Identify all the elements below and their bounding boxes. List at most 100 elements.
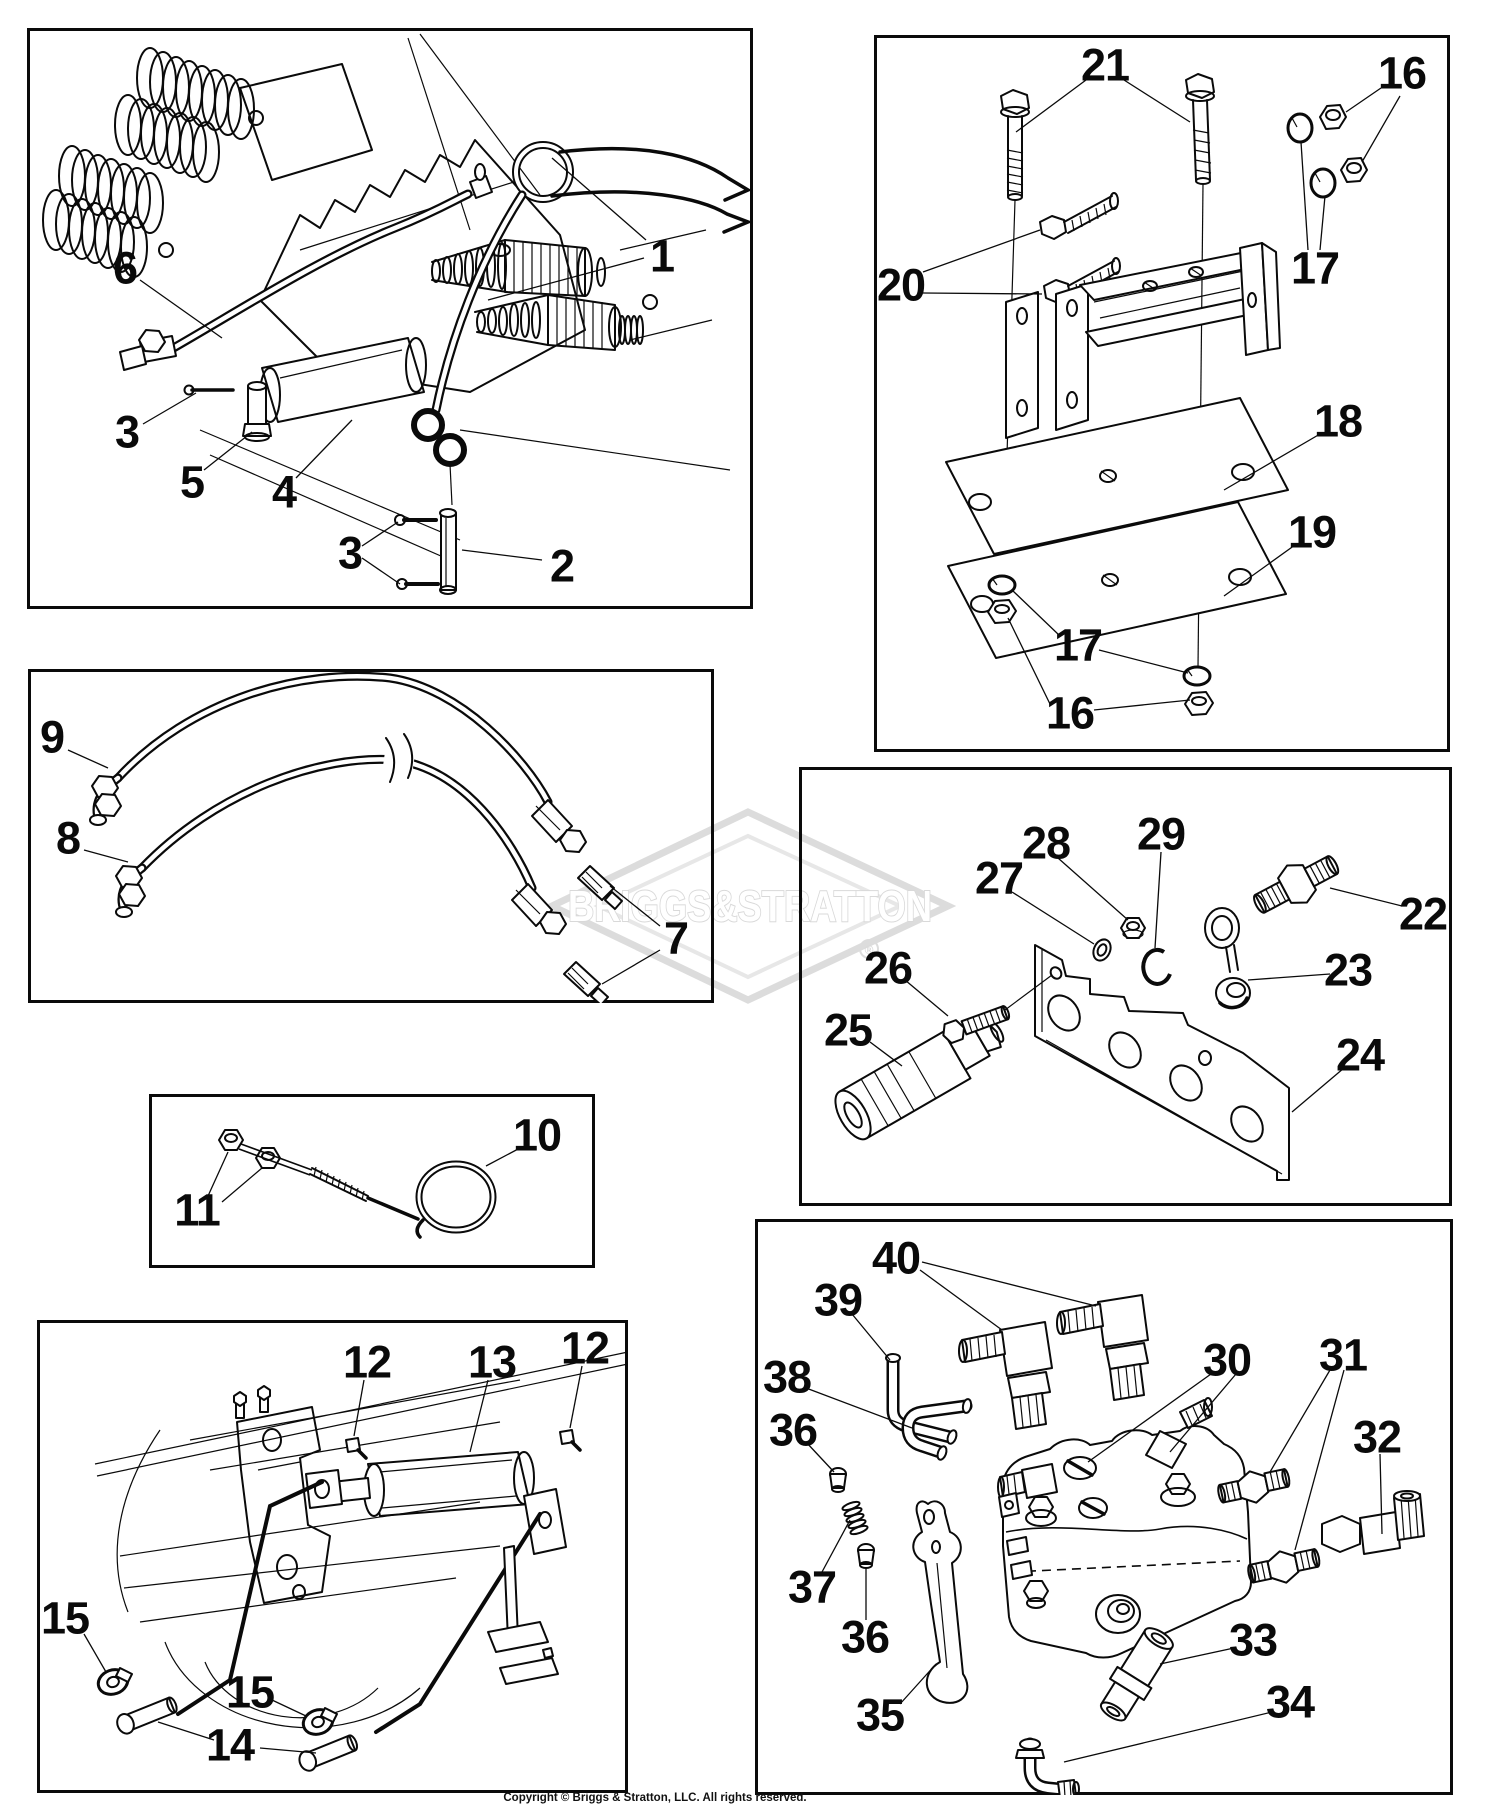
springs	[42, 47, 264, 278]
callout-37: 37	[787, 1561, 837, 1613]
nipple-22	[1253, 855, 1340, 914]
mount-tower	[236, 1406, 331, 1604]
elbow-40-left	[958, 1321, 1053, 1430]
callout-22: 22	[1398, 888, 1448, 940]
callout-12: 12	[342, 1336, 392, 1388]
callout-21: 21	[1080, 39, 1130, 91]
lever-35	[912, 1500, 969, 1704]
bracket-weldment	[1005, 242, 1281, 439]
rod-left	[176, 1480, 324, 1716]
rod-right	[374, 1512, 542, 1734]
callout-27: 27	[974, 852, 1024, 904]
callout-39: 39	[813, 1274, 863, 1326]
lift-cable	[119, 141, 753, 506]
callout-24: 24	[1335, 1029, 1385, 1081]
callout-38: 38	[762, 1351, 812, 1403]
spring-boots	[431, 239, 658, 351]
callout-1: 1	[649, 230, 675, 282]
pin-14-right	[298, 1734, 359, 1772]
panel-lift-cable-and-spring-assembly	[27, 28, 753, 609]
callout-2: 2	[549, 540, 575, 592]
callout-12: 12	[560, 1322, 610, 1374]
spring-37	[841, 1500, 869, 1536]
callout-14: 14	[205, 1719, 255, 1771]
callout-8: 8	[55, 812, 81, 864]
panel-manifold-plate-fittings	[799, 767, 1452, 1206]
elbow-32	[1321, 1490, 1425, 1555]
panel-a-line-art	[42, 33, 753, 595]
callout-7: 7	[663, 912, 689, 964]
panel-e-line-art	[218, 1129, 497, 1239]
cylinder-13	[305, 1451, 567, 1555]
panel-hydraulic-hoses	[28, 669, 714, 1003]
callout-28: 28	[1021, 817, 1071, 869]
panel-lift-cylinder-installed	[37, 1320, 628, 1793]
callout-25: 25	[823, 1004, 873, 1056]
callout-23: 23	[1323, 944, 1373, 996]
callout-16: 16	[1045, 687, 1095, 739]
hose-break-symbol	[380, 733, 418, 786]
frame-bolts	[233, 1385, 271, 1419]
callout-17: 17	[1290, 242, 1340, 294]
callout-10: 10	[512, 1109, 562, 1161]
callout-5: 5	[179, 456, 205, 508]
callout-35: 35	[855, 1689, 905, 1741]
bolt-26	[942, 1005, 1011, 1045]
callout-34: 34	[1265, 1676, 1315, 1728]
callout-30: 30	[1202, 1334, 1252, 1386]
panel-c-line-art	[89, 671, 623, 1003]
callout-36: 36	[768, 1404, 818, 1456]
nipple-31-lower	[1247, 1548, 1321, 1584]
nuts-11	[218, 1129, 281, 1169]
dust-cap-23	[1204, 907, 1251, 1010]
panel-rod-with-loop	[149, 1094, 595, 1268]
pin-14-left	[116, 1696, 178, 1735]
callout-19: 19	[1287, 506, 1337, 558]
panel-mount-bracket-exploded	[874, 35, 1450, 752]
hose-8	[115, 754, 567, 935]
callout-31: 31	[1318, 1329, 1368, 1381]
callout-15: 15	[225, 1666, 275, 1718]
callout-6: 6	[112, 242, 138, 294]
callout-18: 18	[1313, 395, 1363, 447]
copyright-line: Copyright © Briggs & Stratton, LLC. All …	[503, 1792, 807, 1804]
callout-15: 15	[40, 1592, 90, 1644]
plug-36-upper	[829, 1467, 847, 1493]
clip-15-left	[96, 1667, 133, 1696]
fitting-7-upper	[577, 865, 623, 910]
bolts-20	[1039, 192, 1121, 304]
panel-d-line-art	[834, 855, 1340, 1181]
pin-2	[439, 508, 457, 595]
callout-3: 3	[114, 406, 140, 458]
callout-33: 33	[1228, 1614, 1278, 1666]
rod-10	[238, 1143, 497, 1239]
callout-26: 26	[863, 942, 913, 994]
callout-16: 16	[1377, 47, 1427, 99]
callout-13: 13	[467, 1336, 517, 1388]
plug-36-lower	[857, 1543, 875, 1569]
callout-3: 3	[337, 527, 363, 579]
clip-15-right	[301, 1707, 338, 1736]
callout-40: 40	[871, 1232, 921, 1284]
callout-36: 36	[840, 1611, 890, 1663]
callout-29: 29	[1136, 808, 1186, 860]
axle-stand	[487, 1545, 559, 1685]
clip-39	[885, 1353, 958, 1445]
callout-11: 11	[174, 1184, 221, 1236]
hose-9	[89, 671, 587, 853]
callout-4: 4	[271, 466, 297, 518]
valve-block	[997, 1397, 1252, 1659]
panel-f-line-art	[94, 1351, 628, 1772]
watermark-registered-mark: ®	[865, 943, 874, 957]
elbow-34	[1015, 1737, 1080, 1795]
quick-coupler-25	[834, 1020, 1005, 1141]
manifold-plate-24	[1034, 944, 1290, 1181]
callout-20: 20	[876, 259, 926, 311]
elbow-40-right	[1056, 1294, 1149, 1401]
callout-32: 32	[1352, 1411, 1402, 1463]
nipple-31-upper	[1217, 1468, 1291, 1504]
panel-b-line-art	[945, 73, 1368, 716]
clevis-pin-5	[242, 381, 272, 442]
fitting-7-lower	[563, 961, 609, 1003]
